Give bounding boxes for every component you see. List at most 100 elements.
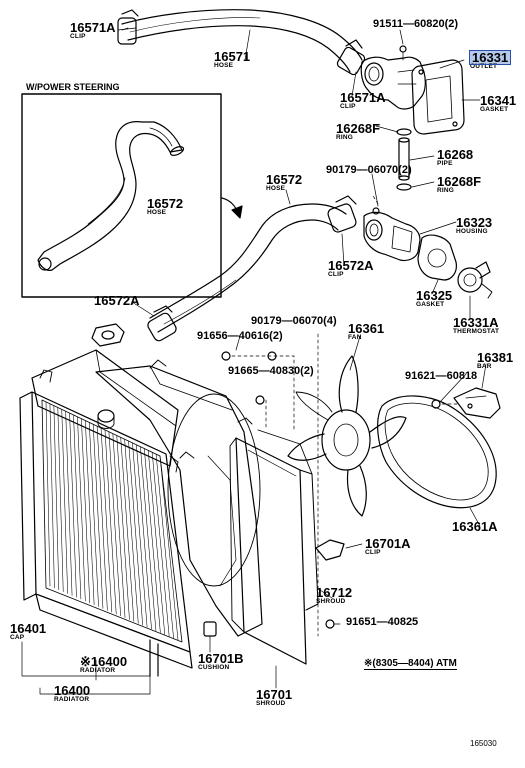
part-number: ※16400	[80, 654, 128, 669]
radiator-fin	[96, 425, 108, 611]
part-number: 16712	[316, 585, 353, 600]
part-name: CLIP	[70, 33, 86, 40]
part-label: 90179—06070(4)	[251, 316, 337, 327]
radiator-fin	[120, 437, 135, 622]
radiator-fin	[53, 405, 60, 590]
radiator-fin	[112, 433, 126, 618]
part-label: 91665—40830(2)	[228, 366, 314, 377]
part-number: 91656—40616(2)	[197, 330, 283, 342]
part-name: HOSE	[147, 209, 167, 216]
part-number: 91665—40830(2)	[228, 365, 314, 377]
radiator-fin	[77, 416, 86, 602]
radiator-fin	[144, 448, 161, 633]
part-label: 90179—06070(2)	[326, 165, 412, 176]
leader-lines	[21, 27, 487, 695]
part-label: 91651—40825	[346, 617, 418, 628]
part-number: 16571A	[340, 90, 386, 105]
part-number: 16571A	[70, 20, 116, 35]
part-name: GASKET	[480, 106, 509, 113]
part-number: 16361	[348, 321, 385, 336]
part-number: 16331A	[453, 315, 499, 330]
part-number: 16701	[256, 687, 293, 702]
part-number: 91511—60820(2)	[373, 18, 459, 30]
radiator-fin	[108, 431, 121, 617]
part-number: 16268F	[437, 174, 482, 189]
part-name: CLIP	[328, 271, 344, 278]
part-name: BAR	[477, 363, 492, 370]
radiator-fin	[73, 414, 82, 600]
radiator	[19, 349, 193, 677]
cooling-fan	[287, 355, 407, 517]
part-name: CAP	[10, 634, 25, 641]
inset-arrow	[221, 197, 243, 219]
radiator-fin	[92, 424, 104, 609]
part-number: 16701A	[365, 536, 411, 551]
fan-belt	[377, 395, 497, 509]
part-name: CUSHION	[198, 664, 230, 671]
radiator-fin	[132, 442, 148, 628]
part-number: 91651—40825	[346, 616, 419, 628]
radiator-fin	[140, 446, 157, 631]
part-label: 91656—40616(2)	[197, 331, 283, 342]
inlet-housing	[363, 207, 421, 262]
inset-title: W/POWER STEERING	[26, 82, 120, 92]
part-number: 16341	[480, 93, 517, 108]
part-name: RADIATOR	[80, 667, 116, 674]
part-number: 16572A	[94, 293, 140, 308]
radiator-fin	[147, 450, 166, 635]
radiator-fin	[69, 412, 77, 598]
inset-power-steering-hose	[21, 93, 222, 298]
part-number: 91621—60818	[405, 370, 478, 382]
part-name: FAN	[348, 334, 362, 341]
radiator-cap-top	[91, 323, 125, 347]
part-name: CLIP	[365, 549, 381, 556]
radiator-fin	[65, 411, 73, 596]
alternator-bar	[453, 387, 501, 419]
thermostat	[457, 261, 493, 299]
radiator-fin	[116, 435, 130, 620]
part-number: 16268F	[336, 121, 381, 136]
part-number: 16572A	[328, 258, 374, 273]
part-name: RING	[437, 187, 455, 194]
part-name: CLIP	[340, 103, 356, 110]
radiator-fin	[151, 452, 170, 637]
radiator-fin	[100, 427, 113, 613]
part-number: 16572	[266, 172, 303, 187]
part-name: RING	[336, 134, 354, 141]
radiator-fin	[128, 440, 143, 626]
part-number: 16331	[468, 50, 512, 65]
radiator-fin	[155, 453, 174, 639]
radiator-fin	[88, 422, 99, 607]
part-name: THERMOSTAT	[453, 328, 500, 335]
inlet-gasket	[417, 234, 457, 281]
part-number: 90179—06070(2)	[326, 164, 412, 176]
part-label: 16572A	[94, 294, 140, 307]
part-name: HOSE	[266, 185, 286, 192]
outlet-gasket	[411, 59, 465, 135]
part-name: OUTLET	[470, 63, 498, 70]
part-label: 91511—60820(2)	[373, 19, 458, 30]
part-name: SHROUD	[316, 598, 346, 605]
part-number: 16400	[54, 683, 91, 698]
radiator-fin	[61, 409, 68, 594]
part-number: 16381	[477, 350, 514, 365]
part-number: 16325	[416, 288, 453, 303]
